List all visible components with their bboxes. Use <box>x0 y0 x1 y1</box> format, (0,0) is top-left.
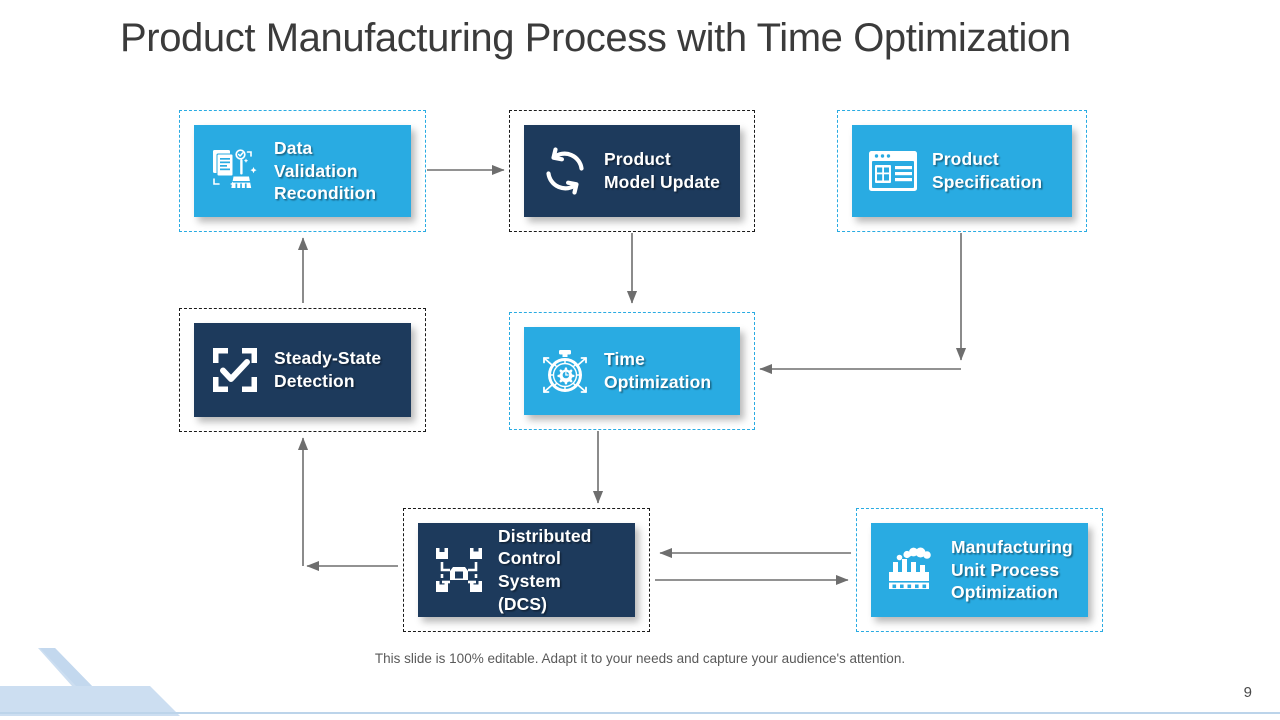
node-label: Steady-State Detection <box>274 347 382 391</box>
browser-window-icon <box>866 144 920 198</box>
factory-icon <box>885 543 939 597</box>
card-time-optimization[interactable]: Time Optimization <box>524 327 740 415</box>
card-product-specification[interactable]: Product Specification <box>852 125 1072 217</box>
scan-checkmark-icon <box>208 343 262 397</box>
card-manufacturing-unit-process-optimization[interactable]: Manufacturing Unit Process Optimization <box>871 523 1088 617</box>
refresh-sync-icon <box>538 144 592 198</box>
node-label: Data Validation Recondition <box>274 137 377 204</box>
page-number: 9 <box>1243 684 1252 701</box>
connector-product-spec-to-time-optimization <box>759 233 967 375</box>
node-product-model-update[interactable]: Product Model Update <box>509 110 755 232</box>
node-steady-state-detection[interactable]: Steady-State Detection <box>179 308 426 432</box>
stopwatch-gear-icon <box>538 344 592 398</box>
card-product-model-update[interactable]: Product Model Update <box>524 125 740 217</box>
distributed-nodes-icon <box>432 543 486 597</box>
card-steady-state-detection[interactable]: Steady-State Detection <box>194 323 411 417</box>
node-label: Product Model Update <box>604 148 720 192</box>
documents-broom-icon <box>208 144 262 198</box>
editable-note: This slide is 100% editable. Adapt it to… <box>374 651 906 666</box>
connector-dcs-to-steady-state <box>297 437 398 572</box>
bottom-rule <box>0 712 1280 714</box>
node-data-validation-recondition[interactable]: Data Validation Recondition <box>179 110 426 232</box>
node-label: Manufacturing Unit Process Optimization <box>951 536 1073 603</box>
node-manufacturing-unit-process-optimization[interactable]: Manufacturing Unit Process Optimization <box>856 508 1103 632</box>
node-time-optimization[interactable]: Time Optimization <box>509 312 755 430</box>
node-product-specification[interactable]: Product Specification <box>837 110 1087 232</box>
node-label: Time Optimization <box>604 348 712 392</box>
page-title: Product Manufacturing Process with Time … <box>120 16 1071 60</box>
node-distributed-control-system[interactable]: Distributed Control System (DCS) <box>403 508 650 632</box>
node-label: Distributed Control System (DCS) <box>498 525 592 614</box>
card-data-validation-recondition[interactable]: Data Validation Recondition <box>194 125 411 217</box>
corner-decoration <box>0 648 180 716</box>
card-distributed-control-system[interactable]: Distributed Control System (DCS) <box>418 523 635 617</box>
node-label: Product Specification <box>932 148 1043 192</box>
